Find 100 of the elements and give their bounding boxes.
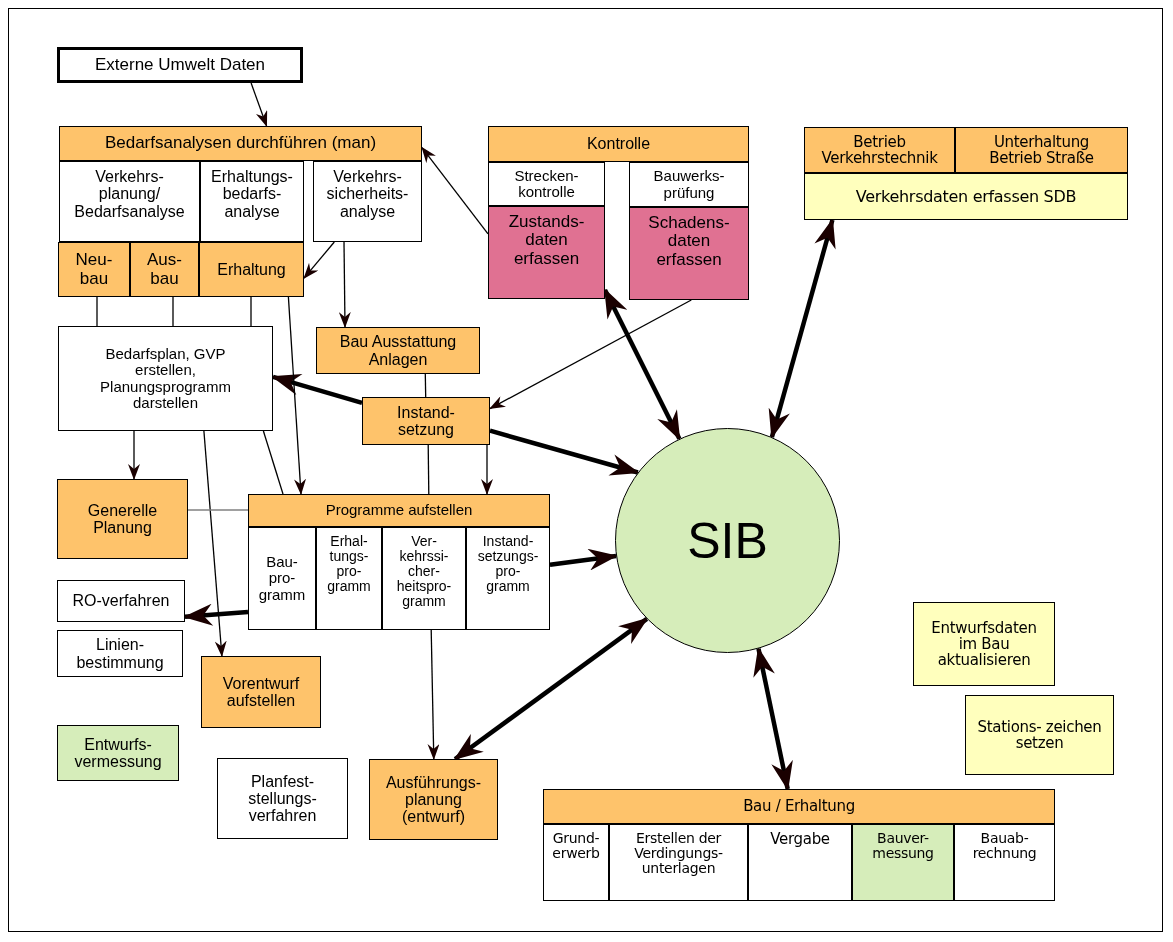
connector-line [250, 296, 252, 327]
process-box [804, 173, 1128, 220]
node-label: Kontrolle [586, 135, 651, 153]
node-label: Entwurfs- vermessung [73, 735, 163, 771]
process-box [609, 824, 748, 901]
node-label: Bedarfsplan, GVP erstellen, Planungsprogramm darstellen [99, 346, 232, 411]
node-label: Instand- setzung [396, 403, 456, 439]
connector-line [262, 430, 284, 495]
node-label: Ver- kehrssi- cher- heitspro- gramm [395, 534, 453, 610]
connector-line [424, 373, 427, 398]
node-label: Zustands- daten erfassen [507, 213, 586, 269]
process-box [201, 656, 321, 728]
header-bar [248, 494, 550, 527]
node-label: Neu- bau [74, 251, 114, 288]
node-label: Vergabe [770, 831, 830, 848]
node-label: Bau / Erhaltung [743, 798, 855, 815]
process-box [58, 242, 130, 297]
process-box [629, 162, 749, 207]
arrow [271, 373, 363, 405]
process-box [217, 758, 348, 839]
node-label: Bauver- messung [871, 831, 935, 862]
node-label: Verkehrs- planung/ Bedarfsanalyse [73, 168, 186, 220]
arrow [489, 428, 640, 476]
process-box [804, 127, 955, 173]
process-box [316, 327, 480, 374]
node-label: Erstellen der Verdingungs- unterlagen [633, 831, 724, 877]
arrow [128, 430, 140, 480]
node-label: Erhaltung [217, 260, 286, 279]
arrow [183, 603, 249, 626]
process-box [629, 207, 749, 300]
arrow [481, 444, 493, 495]
node-label: Aus- bau [146, 251, 183, 288]
node-label: Stations- zeichen setzen [977, 718, 1102, 752]
arrow [203, 430, 227, 657]
node-label: RO-verfahren [72, 592, 170, 610]
process-box [488, 206, 605, 299]
process-box [748, 824, 852, 901]
process-box [199, 242, 304, 297]
arrow [549, 548, 618, 571]
process-box [57, 47, 303, 83]
node-label: Strecken- kontrolle [513, 167, 580, 201]
node-label: Vorentwurf aufstellen [221, 674, 301, 710]
process-box [59, 161, 200, 242]
arrow [287, 296, 307, 495]
node-label: Verkehrsdaten erfassen SDB [855, 187, 1077, 206]
connector-line [427, 444, 430, 495]
node-label: Bauab- rechnung [971, 831, 1038, 862]
double-arrow [753, 646, 793, 791]
process-box [852, 824, 954, 901]
node-label: Bau Ausstattung Anlagen [338, 333, 458, 368]
connector-line [187, 509, 249, 511]
arrow [427, 629, 440, 760]
connector-line [172, 296, 174, 327]
process-box [130, 242, 199, 297]
arrow [338, 241, 351, 328]
header-bar [59, 126, 422, 161]
process-box [316, 527, 382, 630]
node-label: Programme aufstellen [325, 502, 473, 519]
arrow [489, 299, 692, 410]
node-label: Planfest- stellungs- verfahren [247, 772, 318, 825]
node-label: Betrieb Verkehrstechnik [820, 133, 939, 167]
process-box [57, 630, 183, 677]
process-box [954, 824, 1055, 901]
node-label: Schadens- daten erfassen [647, 214, 731, 270]
process-box [543, 824, 609, 901]
node-label: Generelle Planung [86, 501, 159, 537]
process-box [382, 527, 466, 630]
arrow [250, 82, 268, 127]
process-box [57, 725, 179, 781]
process-box [362, 397, 490, 445]
double-arrow [453, 617, 649, 761]
process-box [200, 161, 304, 242]
node-label: Verkehrs- sicherheits- analyse [325, 168, 410, 220]
node-label: Linien- bestimmung [75, 636, 165, 671]
arrow [421, 146, 489, 235]
node-label: Instand- setzungs- pro- gramm [476, 534, 540, 595]
process-box [466, 527, 550, 630]
arrow [303, 241, 335, 279]
process-box [58, 326, 273, 431]
process-box [248, 527, 316, 630]
node-label: SIB [687, 513, 768, 568]
process-box [488, 162, 605, 206]
node-label: Erhal- tungs- pro- gramm [326, 534, 372, 595]
node-label: Externe Umwelt Daten [94, 55, 266, 75]
connector-line [96, 296, 98, 327]
node-label: Entwurfsdaten im Bau aktualisieren [930, 619, 1038, 669]
process-box [913, 602, 1055, 686]
double-arrow [768, 218, 836, 439]
node-label: Bauwerks- prüfung [652, 168, 726, 201]
process-box [965, 695, 1114, 775]
process-box [57, 580, 185, 622]
process-box [57, 479, 188, 559]
node-label: Ausführungs- planung (entwurf) [384, 773, 483, 826]
process-box [313, 161, 422, 242]
node-label: Unterhaltung Betrieb Straße [988, 133, 1095, 167]
node-label: Bau- pro- gramm [257, 554, 307, 603]
node-label: Bedarfsanalysen durchführen (man) [104, 134, 377, 153]
node-label: Grund- erwerb [551, 831, 601, 862]
node-label: Erhaltungs- bedarfs- analyse [210, 168, 294, 220]
process-box [955, 127, 1128, 173]
